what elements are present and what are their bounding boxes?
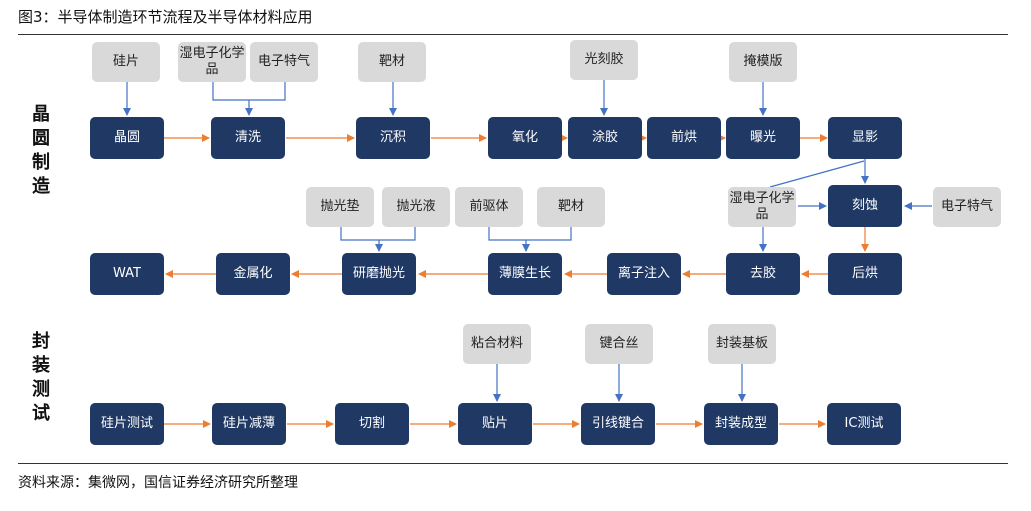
step-coating: 涂胶: [568, 117, 642, 159]
step-oxidation: 氧化: [488, 117, 562, 159]
material-special-gas: 电子特气: [933, 187, 1001, 227]
material-wet-chemicals: 湿电子化学品: [728, 187, 796, 227]
step-ic-test: IC测试: [827, 403, 901, 445]
section-label-wafer: 晶圆制造: [32, 104, 50, 197]
material-input-arrows: [123, 80, 932, 402]
material-photoresist: 光刻胶: [570, 40, 638, 80]
bracket-line: [488, 227, 572, 241]
step-exposure: 曝光: [726, 117, 800, 159]
step-postbake: 后烘: [828, 253, 902, 295]
step-wafer: 晶圆: [90, 117, 164, 159]
step-wat: WAT: [90, 253, 164, 295]
material-substrate: 封装基板: [708, 324, 776, 364]
step-develop: 显影: [828, 117, 902, 159]
step-deposition: 沉积: [356, 117, 430, 159]
top-rule: [18, 34, 1008, 35]
step-cleaning: 清洗: [211, 117, 285, 159]
step-prebake: 前烘: [647, 117, 721, 159]
step-cmp: 研磨抛光: [342, 253, 416, 295]
step-die-attach: 贴片: [458, 403, 532, 445]
material-bond-wire: 键合丝: [585, 324, 653, 364]
step-wafer-thinning: 硅片减薄: [212, 403, 286, 445]
step-film-growth: 薄膜生长: [488, 253, 562, 295]
material-photomask: 掩模版: [729, 42, 797, 82]
step-dicing: 切割: [335, 403, 409, 445]
step-molding: 封装成型: [704, 403, 778, 445]
material-polish-slurry: 抛光液: [382, 187, 450, 227]
material-precursor: 前驱体: [455, 187, 523, 227]
step-ion-implant: 离子注入: [607, 253, 681, 295]
step-wire-bonding: 引线键合: [581, 403, 655, 445]
material-wet-chemicals: 湿电子化学品: [178, 42, 246, 82]
step-metallization: 金属化: [216, 253, 290, 295]
step-etch: 刻蚀: [828, 185, 902, 227]
figure-title: 图3：半导体制造环节流程及半导体材料应用: [18, 8, 313, 26]
source-note: 资料来源：集微网，国信证券经济研究所整理: [18, 475, 298, 491]
step-wafer-test: 硅片测试: [90, 403, 164, 445]
section-label-packaging: 封装测试: [32, 331, 50, 424]
material-target: 靶材: [537, 187, 605, 227]
bracket-line: [212, 82, 286, 101]
guide-line: [769, 160, 865, 188]
bracket-line: [340, 227, 416, 241]
step-strip: 去胶: [726, 253, 800, 295]
material-die-attach: 粘合材料: [463, 324, 531, 364]
material-polish-pad: 抛光垫: [306, 187, 374, 227]
bottom-rule: [18, 463, 1008, 464]
material-target: 靶材: [358, 42, 426, 82]
material-special-gas: 电子特气: [250, 42, 318, 82]
material-silicon-wafer: 硅片: [92, 42, 160, 82]
